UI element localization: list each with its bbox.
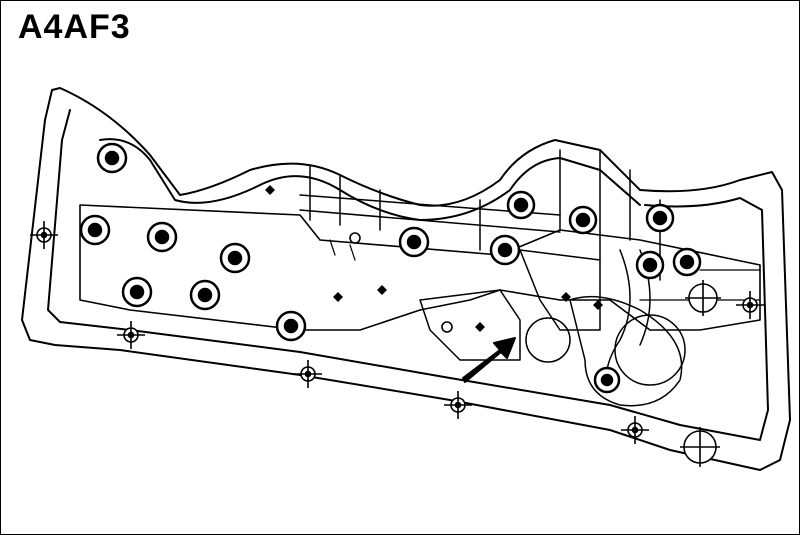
dowel-group (30, 221, 764, 467)
bolt-icon (146, 221, 178, 253)
bolt-icon (398, 226, 430, 258)
bolt-icon (489, 234, 521, 266)
diamond-marker (333, 292, 343, 302)
diamond-marker (475, 322, 485, 332)
diamond-marker (593, 300, 603, 310)
locating-pin-icon (444, 391, 472, 419)
locating-pin-icon (685, 280, 721, 316)
bolt-icon (568, 205, 598, 235)
locating-pin-icon (349, 232, 361, 244)
locating-pin-icon (621, 416, 649, 444)
bolt-icon (189, 279, 221, 311)
locating-pin-icon (736, 291, 764, 319)
pointer-arrow (462, 337, 516, 383)
marker-group (265, 185, 603, 332)
locating-pin-icon (30, 221, 58, 249)
bolt-icon (593, 366, 621, 394)
bolt-icon (672, 247, 702, 277)
diamond-marker (377, 285, 387, 295)
bolt-group (79, 142, 702, 394)
diamond-marker (561, 292, 571, 302)
locating-pin-icon (294, 360, 322, 388)
bolt-icon (635, 250, 665, 280)
housing-outer-outline (21, 87, 791, 471)
locating-pin-icon (117, 321, 145, 349)
bolt-icon (121, 276, 153, 308)
locating-pin-icon (441, 321, 453, 333)
bolt-icon (219, 242, 251, 274)
diamond-marker (265, 185, 275, 195)
bolt-icon (275, 310, 307, 342)
bolt-icon (96, 142, 128, 174)
bolt-icon (506, 190, 536, 220)
model-label: A4AF3 (18, 8, 131, 46)
bolt-icon (645, 203, 675, 233)
locating-pin-icon (680, 427, 720, 467)
bolt-icon (79, 214, 111, 246)
